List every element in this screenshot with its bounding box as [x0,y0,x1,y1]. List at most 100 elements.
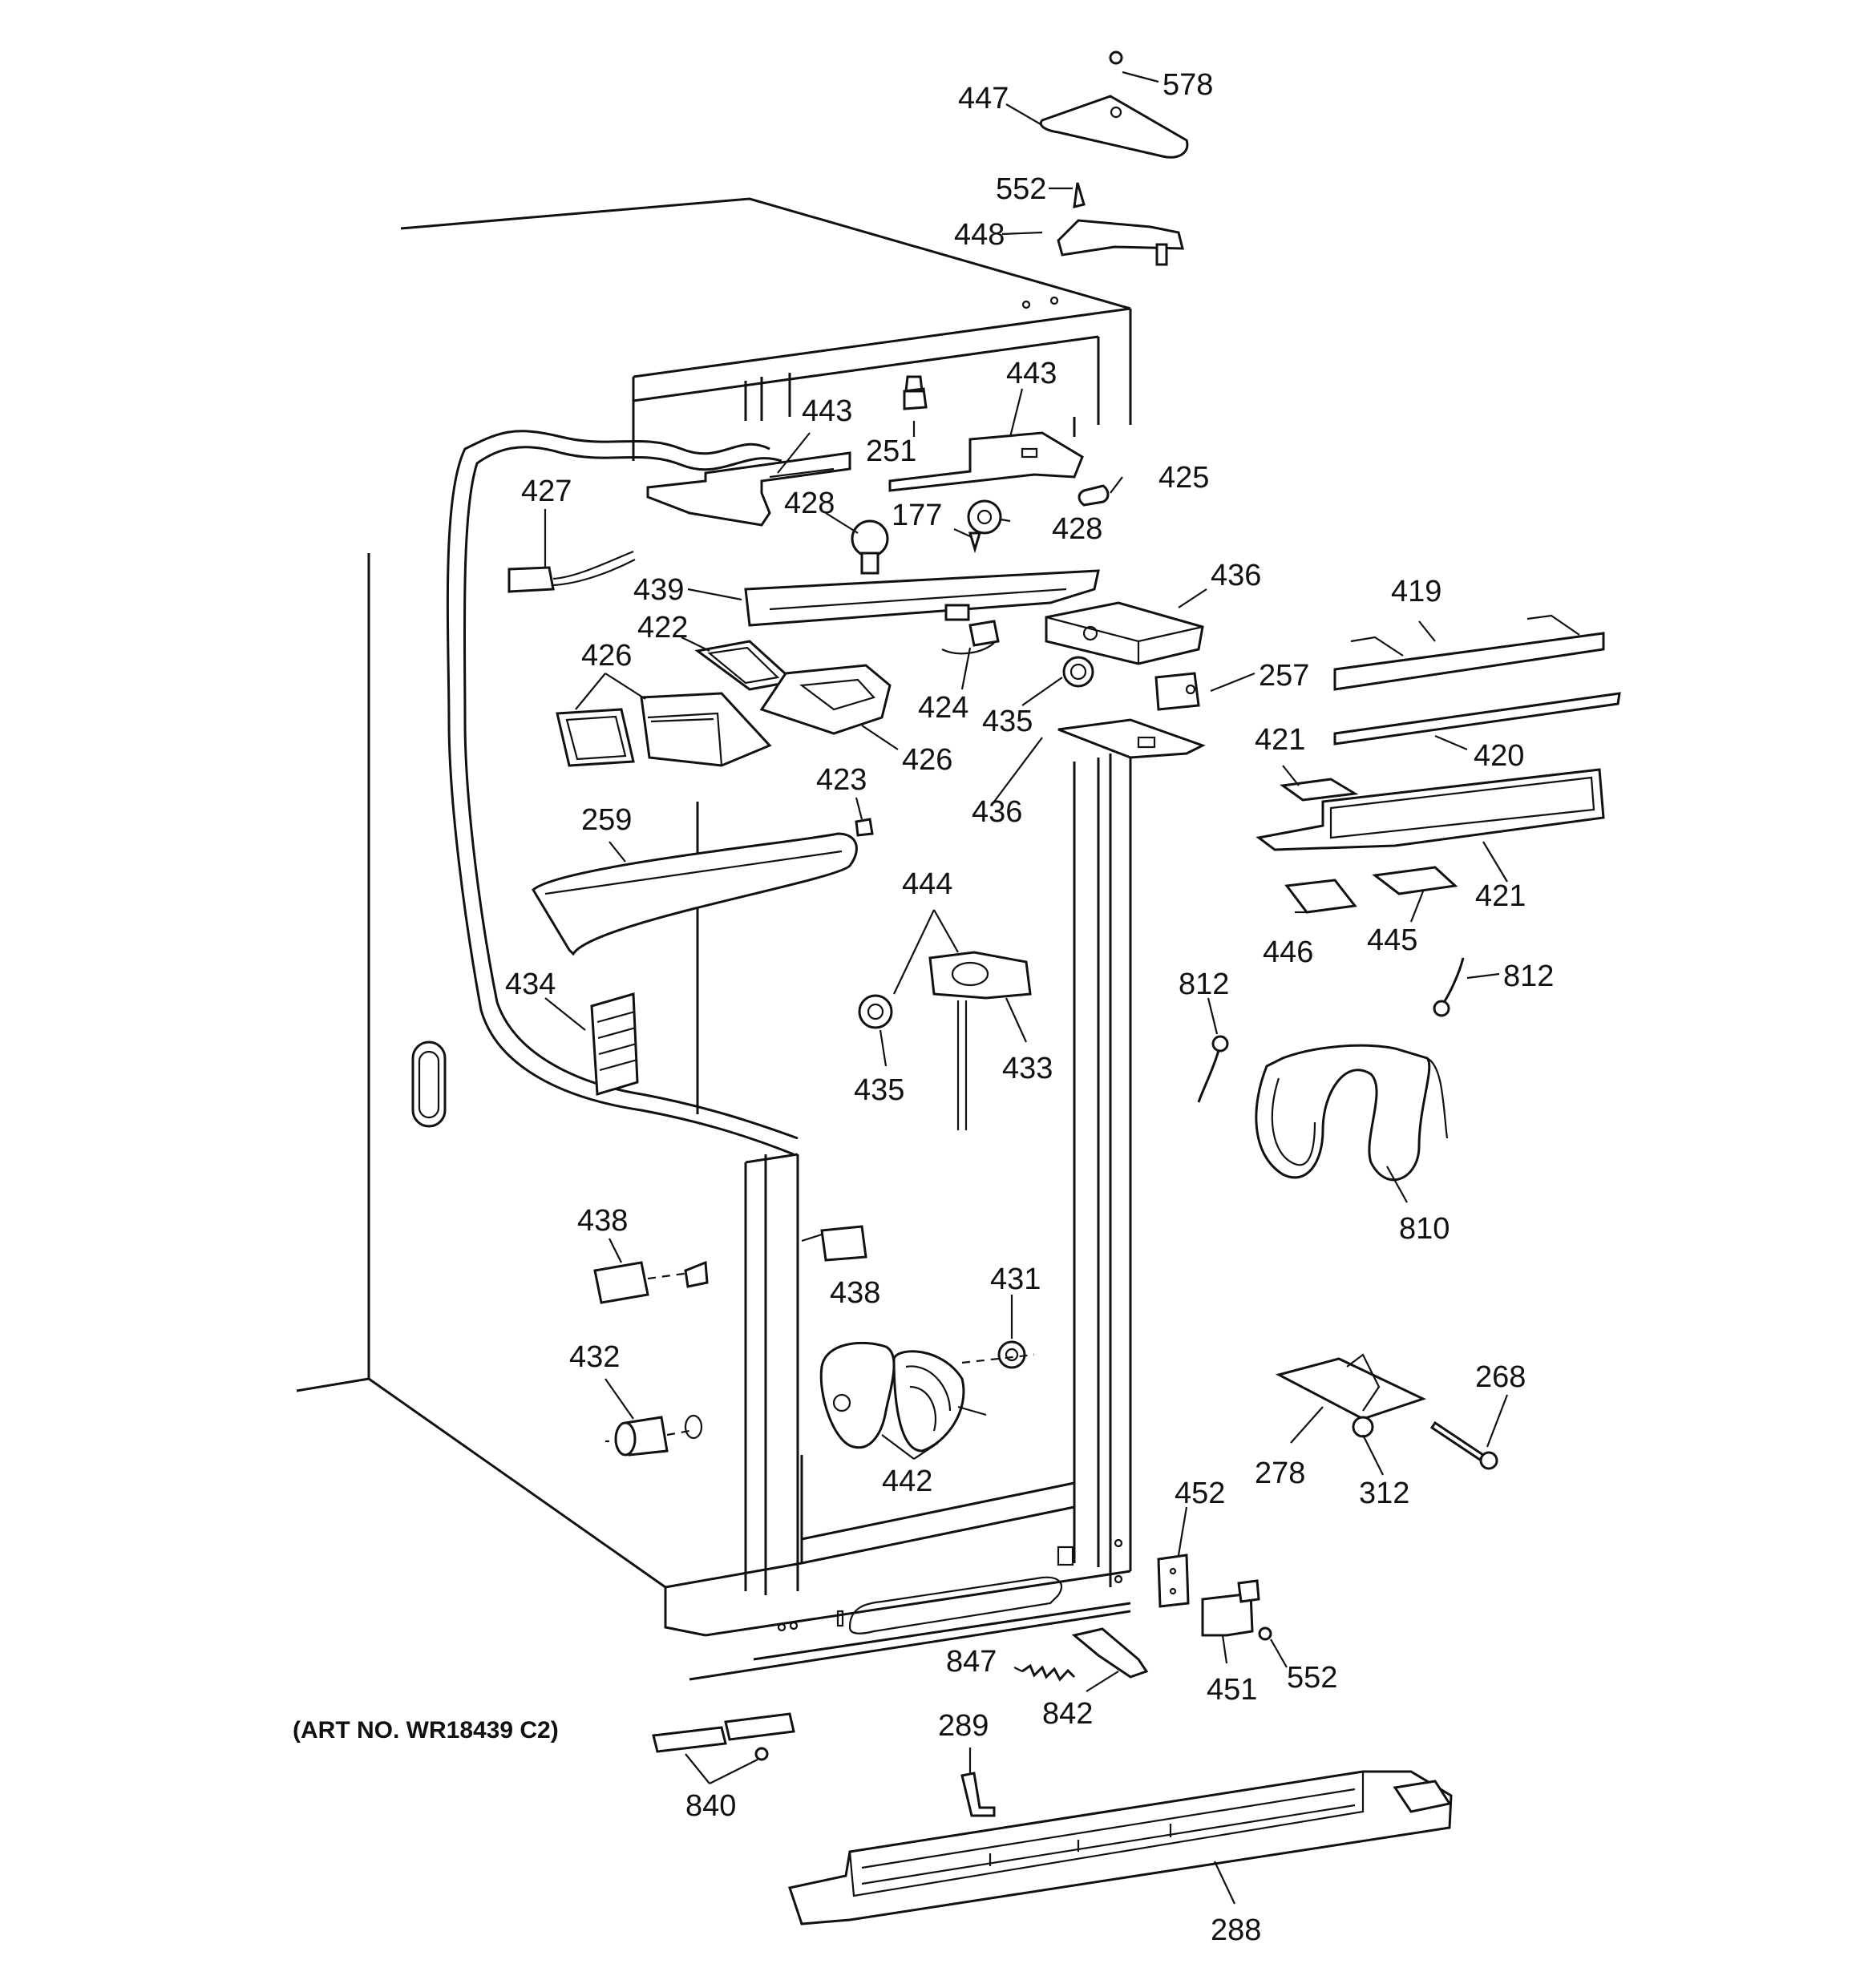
callout-177: 177 [892,499,942,532]
callout-436-bottom: 436 [972,795,1022,829]
callout-847: 847 [946,1645,997,1679]
gasket-426 [556,708,635,767]
refrigerator-cabinet [296,197,1132,1681]
shim-452 [1157,1554,1190,1608]
callout-288: 288 [1211,1913,1261,1947]
housing-421 [1256,768,1605,851]
frame-421-small [1280,778,1359,802]
box-436-top [1045,601,1204,665]
bracket-278 [1275,1357,1427,1420]
callout-552-bottom: 552 [1287,1661,1337,1695]
callout-435-lower: 435 [854,1073,904,1107]
callout-443-left: 443 [802,394,852,428]
callout-426-left: 426 [581,639,632,673]
part-424 [968,620,1000,647]
callout-labels: 578 447 552 448 443 443 251 425 427 428 … [293,68,1554,1947]
callout-427: 427 [521,475,572,508]
callout-439: 439 [633,573,684,607]
channel-443-left [646,451,851,527]
callout-419: 419 [1391,575,1442,608]
gear-428-right [967,499,1002,535]
callout-438-right: 438 [830,1276,880,1310]
callout-426-right: 426 [902,743,952,777]
callout-421-large: 421 [1475,879,1526,913]
callout-448: 448 [954,218,1005,252]
callout-422: 422 [637,611,688,644]
callout-257: 257 [1259,659,1309,693]
heater-810 [1255,1044,1431,1182]
damper-426 [759,664,892,735]
screw-552-top [1073,182,1086,208]
duct-426 [640,692,772,767]
roller-312 [1352,1416,1374,1438]
callout-812-left: 812 [1179,968,1229,1001]
grille-434 [590,992,639,1096]
tray-436-bottom [1057,718,1206,759]
gear-428-left [851,519,889,558]
callout-812-right: 812 [1503,960,1554,993]
part-251 [903,375,928,410]
callout-446: 446 [1263,935,1313,969]
part-431 [997,1340,1026,1369]
callout-421-small: 421 [1255,723,1305,757]
callout-428-left: 428 [784,487,835,520]
leader-lines [544,71,1509,1905]
callout-312: 312 [1359,1477,1409,1510]
clip-840-right [724,1712,795,1741]
callout-578: 578 [1162,68,1213,102]
callout-268: 268 [1475,1360,1526,1394]
rail-420 [1333,692,1621,746]
screw-177 [968,531,982,554]
callout-424: 424 [918,691,968,725]
spring-847 [1021,1663,1076,1682]
callout-435-upper: 435 [982,705,1033,738]
callout-434: 434 [505,968,556,1001]
callout-452: 452 [1175,1477,1225,1510]
part-425 [1078,484,1110,507]
callout-447: 447 [958,82,1009,115]
callout-433: 433 [1002,1052,1053,1085]
plate-445 [1372,866,1458,895]
hinge-448 [1057,219,1184,257]
callout-431: 431 [990,1263,1041,1296]
callout-552-top: 552 [996,172,1046,206]
callout-840: 840 [685,1789,736,1823]
tube-812-left [1197,1049,1220,1103]
screw-578 [1109,51,1123,65]
fan-442-motor [892,1350,965,1453]
callout-810: 810 [1399,1212,1450,1246]
callout-423: 423 [816,763,867,797]
art-number: (ART NO. WR18439 C2) [293,1717,559,1744]
clip-289 [960,1772,996,1817]
callout-443-right: 443 [1006,357,1057,390]
callout-438-left: 438 [577,1204,628,1238]
plate-439 [744,569,1100,627]
rail-419 [1333,632,1605,691]
callout-251: 251 [866,434,916,468]
callout-444: 444 [902,867,952,901]
callout-442: 442 [882,1465,932,1498]
socket-435-upper [1062,656,1094,688]
callout-425: 425 [1158,461,1209,495]
switch-257 [1154,672,1200,711]
hinge-cover-447 [1039,95,1189,159]
grille-288 [788,1770,1453,1925]
callout-289: 289 [938,1709,989,1743]
screw-552-bottom [1258,1626,1272,1641]
callout-436-top: 436 [1211,559,1261,592]
channel-443-right [888,431,1084,492]
tube-812-right [1442,957,1465,1004]
arm-842 [1071,1627,1149,1679]
callout-420: 420 [1474,739,1524,773]
callout-278: 278 [1255,1457,1305,1490]
housing-433 [928,951,1032,1000]
connector-427 [507,566,555,593]
clip-840-left [652,1726,727,1753]
callout-451: 451 [1207,1673,1257,1707]
callout-428-right: 428 [1052,512,1102,546]
callout-842: 842 [1042,1697,1093,1731]
callout-259: 259 [581,803,632,837]
cover-259 [532,832,858,956]
